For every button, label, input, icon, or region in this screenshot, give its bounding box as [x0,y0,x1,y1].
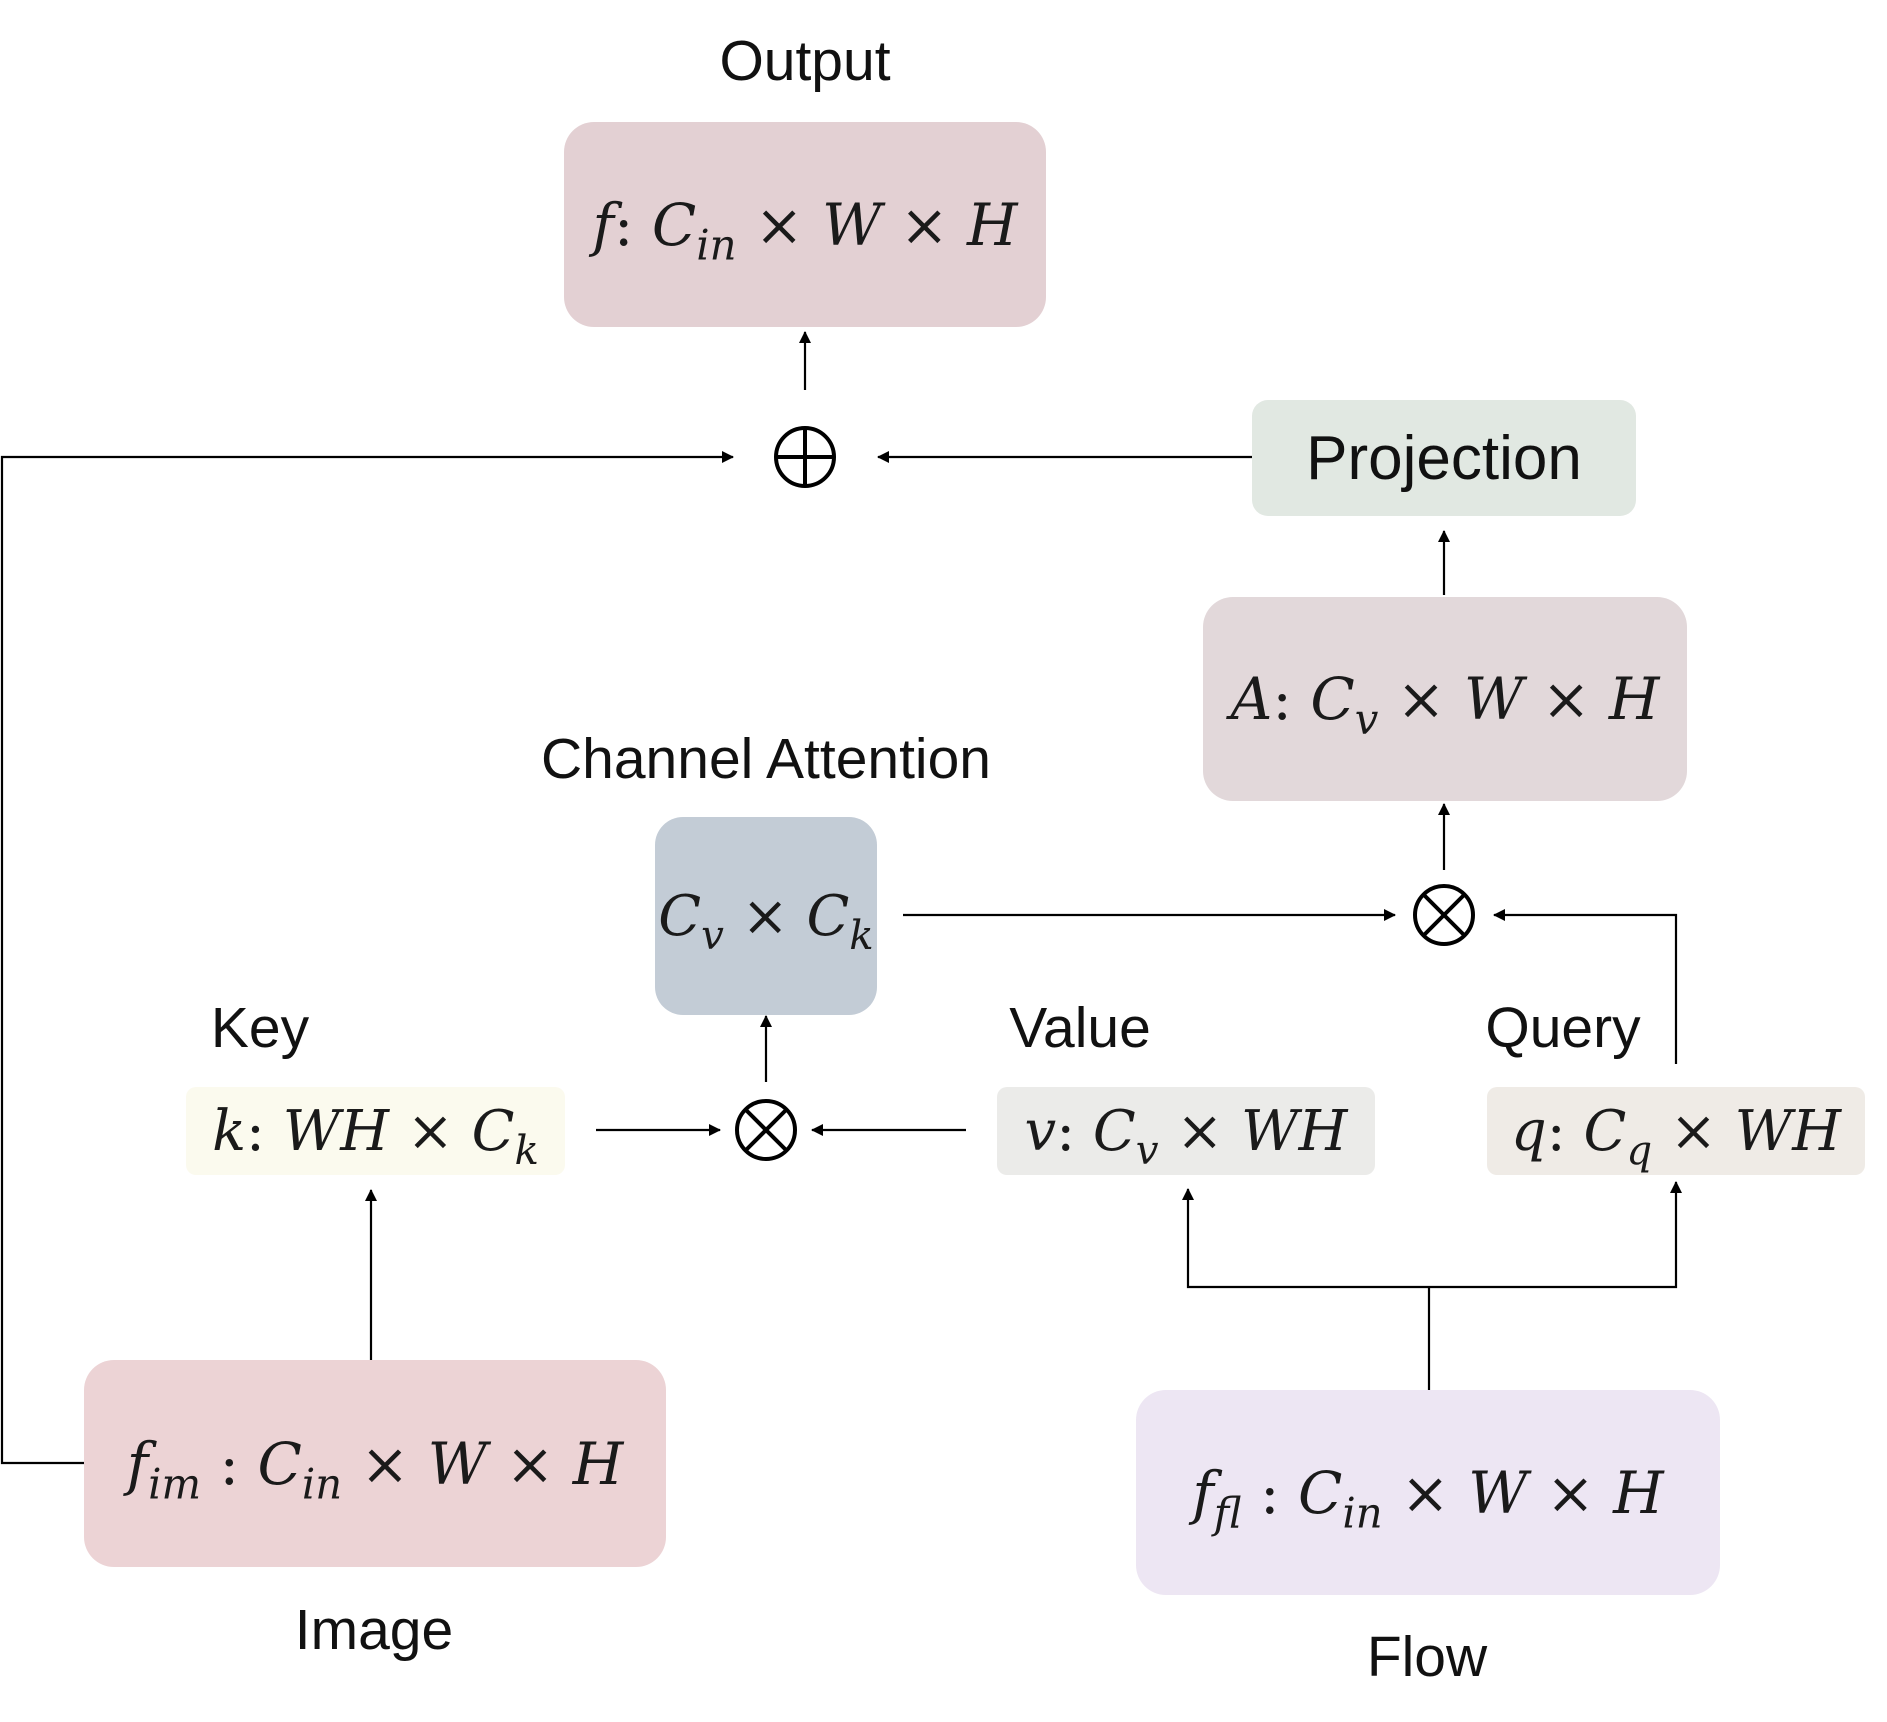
flow-feature-box: ffl : Cin × W × H [1136,1390,1720,1595]
value-formula: v: Cv × WH [1024,1098,1348,1171]
attention-channels-sub: v [1354,694,1379,744]
otimes-channel-icon [735,1099,797,1161]
image-formula: fim : Cin × W × H [126,1429,624,1505]
attention-channels: C [1310,665,1355,733]
channel-c2-sub: k [849,911,874,959]
channel-c1: C [658,883,702,949]
query-dims: × WH [1652,1098,1842,1164]
query-label: Query [1485,996,1641,1060]
key-dims: WH × [282,1098,472,1164]
output-formula: f: Cin × W × H [592,190,1018,266]
oplus-sum-icon [774,426,836,488]
output-feature-box: f: Cin × W × H [564,122,1046,327]
flow-colon: : [1260,1458,1280,1527]
value-label: Value [1009,996,1151,1060]
output-channels-sub: in [696,220,737,270]
query-colon: : [1546,1098,1566,1164]
image-feature-box: fim : Cin × W × H [84,1360,666,1567]
output-var: f [592,190,614,259]
key-formula: k: WH × Ck [212,1098,539,1171]
flow-formula: ffl : Cin × W × H [1192,1458,1664,1534]
value-dims: × WH [1158,1098,1348,1164]
projection-box: Projection [1252,400,1636,516]
projection-text: Projection [1306,423,1582,493]
key-channels-sub: k [514,1126,539,1174]
flow-var: f [1192,1458,1214,1527]
channel-c2: C [806,883,850,949]
key-var: k [212,1098,247,1164]
output-channels: C [651,190,697,259]
value-var: v [1024,1098,1057,1164]
image-channels: C [257,1429,302,1498]
value-colon: : [1056,1098,1076,1164]
arrow-flow-to-value [1182,1188,1429,1289]
channel-attention-label: Channel Attention [540,727,992,791]
flow-dims: × W × H [1382,1458,1664,1527]
arrow-image-skip-to-sum [0,451,734,1465]
attention-formula: A: Cv × W × H [1230,665,1660,740]
key-colon: : [246,1098,265,1164]
output-label: Output [719,29,891,93]
attention-dims: × W × H [1378,665,1660,733]
query-box: q: Cq × WH [1487,1087,1865,1175]
image-var-sub: im [148,1459,202,1509]
channel-attention-formula: Cv × Ck [658,883,873,956]
flow-var-sub: fl [1213,1488,1242,1538]
flow-channels: C [1297,1458,1343,1527]
attention-var: A [1230,665,1273,733]
query-channels-sub: q [1626,1126,1653,1174]
arrow-query-to-mult [1493,909,1678,1064]
image-var: f [126,1429,149,1498]
image-channels-sub: in [301,1459,343,1509]
value-channels-sub: v [1135,1126,1159,1174]
flow-channels-sub: in [1342,1488,1383,1538]
flow-label: Flow [1366,1625,1488,1689]
value-box: v: Cv × WH [997,1087,1375,1175]
query-channels: C [1583,1098,1627,1164]
image-label: Image [294,1598,454,1662]
query-formula: q: Cq × WH [1510,1098,1842,1171]
key-box: k: WH × Ck [186,1087,565,1175]
query-var: q [1510,1098,1547,1164]
output-colon: : [613,190,634,259]
image-dims: × W × H [342,1429,624,1498]
key-label: Key [210,996,310,1060]
channel-c1-sub: v [701,911,724,959]
attention-colon: : [1272,665,1292,733]
output-dims: × W × H [736,190,1018,259]
channel-times: × [723,883,807,949]
channel-attention-box: Cv × Ck [655,817,877,1015]
attention-map-box: A: Cv × W × H [1203,597,1687,801]
otimes-attention-icon [1413,884,1475,946]
arrow-flow-to-query [1429,1181,1682,1289]
key-channels: C [471,1098,515,1164]
image-colon: : [219,1429,240,1498]
value-channels: C [1092,1098,1136,1164]
